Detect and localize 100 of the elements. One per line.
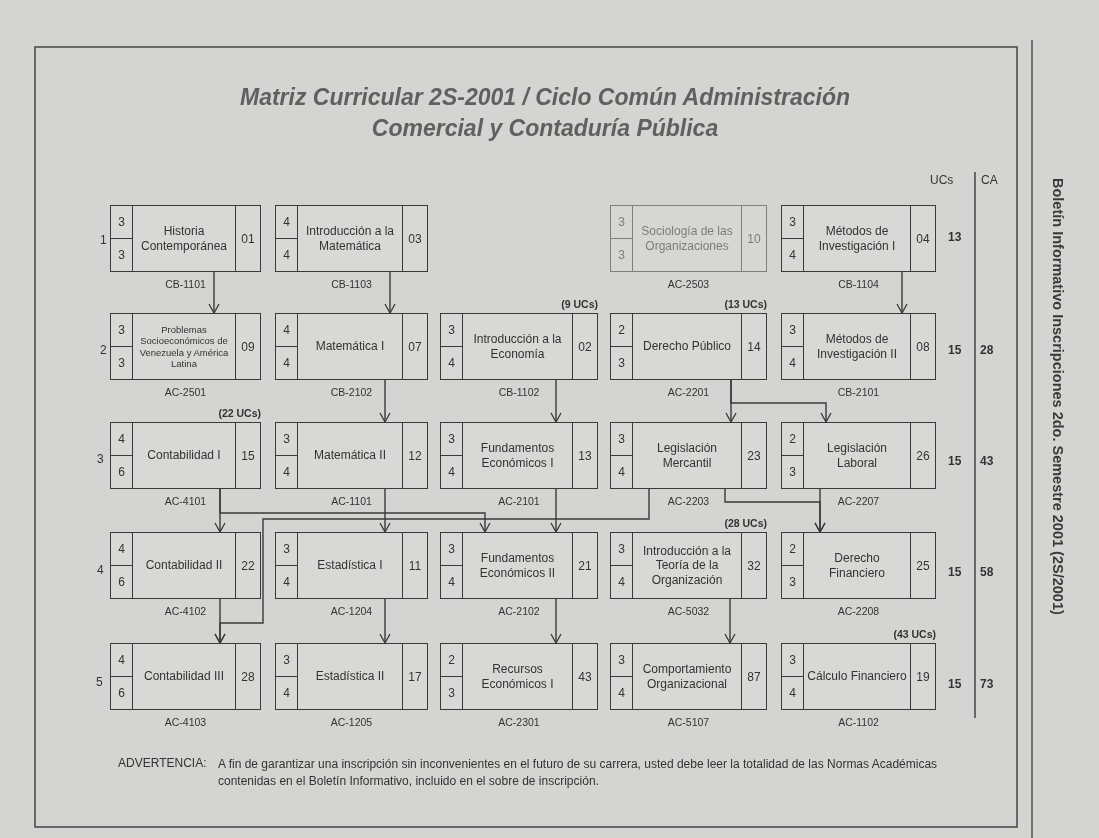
arrow: [814, 488, 826, 533]
upper-number: 3: [441, 423, 463, 456]
lower-number: 4: [611, 676, 633, 709]
course-number: 09: [235, 314, 260, 379]
course-box: [781, 205, 936, 272]
arrow: [550, 488, 562, 533]
course-box: [110, 313, 261, 380]
course-box: [781, 422, 936, 489]
upper-number: 4: [276, 314, 298, 347]
column-header: CA: [981, 173, 998, 187]
course-number: 22: [235, 533, 260, 598]
course-code: CB-2101: [836, 386, 881, 398]
course-box: [610, 532, 767, 599]
course-box: [275, 532, 428, 599]
accumulated-count: 58: [980, 565, 994, 579]
row-number: 2: [100, 343, 107, 357]
upper-number: 3: [782, 314, 804, 347]
course-number: 21: [572, 533, 597, 598]
course-name: Métodos de Investigación I: [817, 223, 897, 255]
course-name: Recursos Económicos I: [480, 661, 555, 693]
course-name: Matemática II: [313, 447, 387, 465]
lower-number: 4: [441, 346, 463, 379]
accumulated-count: 73: [980, 677, 994, 691]
course-name: Legislación Laboral: [825, 440, 888, 472]
lower-number: 3: [441, 676, 463, 709]
course-name: Cálculo Financiero: [806, 668, 908, 686]
lower-number: 4: [441, 565, 463, 598]
course-name: Contabilidad II: [144, 557, 224, 575]
course-name: Contabilidad I: [146, 447, 222, 465]
lower-number: 3: [782, 565, 804, 598]
arrow: [214, 598, 226, 644]
course-number: 10: [741, 206, 766, 271]
course-number: 26: [910, 423, 935, 488]
lower-number: 4: [441, 455, 463, 488]
lower-number: 4: [276, 346, 298, 379]
course-name: Legislación Mercantil: [655, 440, 718, 472]
lower-number: 4: [611, 565, 633, 598]
course-code: CB-1103: [330, 278, 373, 290]
upper-number: 3: [276, 423, 298, 456]
course-name: Estadística II: [314, 668, 386, 686]
course-box: [275, 422, 428, 489]
column-header: UCs: [930, 173, 954, 187]
course-number: 25: [910, 533, 935, 598]
upper-number: 4: [111, 423, 133, 456]
uc-count: 13: [948, 230, 962, 244]
lower-number: 4: [782, 346, 804, 379]
upper-number: 3: [782, 644, 804, 677]
arrow: [724, 598, 736, 644]
uc-total-note: (9 UCs): [561, 298, 598, 310]
course-box: [610, 643, 767, 710]
course-name: Introducción a la Matemática: [304, 223, 396, 255]
course-code: AC-4101: [163, 495, 208, 507]
course-code: AC-1101: [330, 495, 373, 507]
upper-number: 3: [611, 423, 633, 456]
arrow: [219, 488, 491, 533]
course-code: CB-1101: [164, 278, 207, 290]
course-number: 19: [910, 644, 935, 709]
row-number: 3: [97, 452, 104, 466]
course-name: Derecho Público: [641, 338, 733, 356]
lower-number: 3: [611, 238, 633, 271]
course-code: AC-1204: [329, 605, 374, 617]
upper-number: 2: [441, 644, 463, 677]
upper-number: 2: [782, 423, 804, 456]
lower-number: 4: [276, 238, 298, 271]
course-code: AC-1102: [837, 716, 880, 728]
course-code: CB-1104: [837, 278, 880, 290]
course-code: AC-4102: [163, 605, 208, 617]
course-code: AC-1205: [329, 716, 374, 728]
uc-total-note: (22 UCs): [218, 407, 261, 419]
course-number: 13: [572, 423, 597, 488]
upper-number: 4: [111, 644, 133, 677]
upper-number: 3: [611, 533, 633, 566]
course-box: [610, 422, 767, 489]
course-name: Sociología de las Organizaciones: [640, 223, 734, 255]
arrow: [384, 271, 396, 314]
lower-number: 4: [276, 565, 298, 598]
course-code: AC-5107: [666, 716, 711, 728]
upper-number: 3: [276, 644, 298, 677]
course-number: 23: [741, 423, 766, 488]
arrow: [896, 271, 908, 314]
course-box: [275, 313, 428, 380]
course-box: [110, 643, 261, 710]
upper-number: 2: [611, 314, 633, 347]
course-number: 14: [741, 314, 766, 379]
upper-number: 3: [611, 206, 633, 239]
upper-number: 4: [276, 206, 298, 239]
upper-number: 3: [111, 314, 133, 347]
upper-number: 3: [611, 644, 633, 677]
uc-count: 15: [948, 343, 962, 357]
warning-label: ADVERTENCIA:: [118, 756, 207, 770]
course-name: Derecho Financiero: [828, 550, 886, 582]
course-code: AC-2503: [666, 278, 711, 290]
course-name: Matemática I: [314, 338, 386, 356]
course-code: AC-5032: [666, 605, 711, 617]
lower-number: 4: [782, 676, 804, 709]
course-name: Fundamentos Económicos I: [479, 440, 556, 472]
accumulated-count: 43: [980, 454, 994, 468]
upper-number: 3: [441, 533, 463, 566]
course-box: [110, 422, 261, 489]
arrow: [379, 379, 391, 423]
